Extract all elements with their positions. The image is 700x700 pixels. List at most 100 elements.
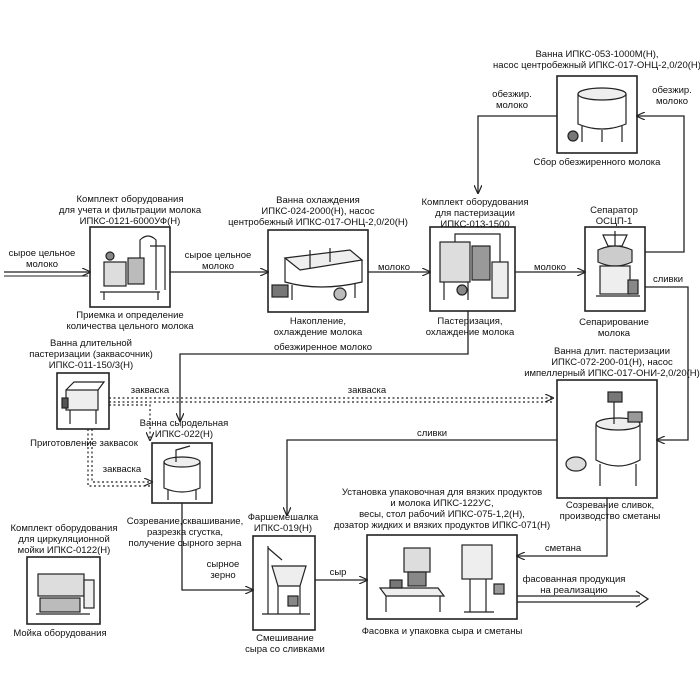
flow-label-cheese: сыр xyxy=(329,567,347,578)
flow-label-line: обезжир. xyxy=(492,89,532,100)
flow-label-milk-2: молоко xyxy=(533,262,567,273)
mixer-caption: Смешивание сыра со сливками xyxy=(245,633,325,655)
reception-caption-line: количества цельного молока xyxy=(66,321,194,332)
packing-header: Установка упаковочная для вязких продукт… xyxy=(334,487,550,531)
flow-label-raw-milk-2: сырое цельное молоко xyxy=(185,250,252,272)
mixer-header-line: ИПКС-019(Н) xyxy=(253,523,313,534)
flow-label-skim-left: обезжир. молоко xyxy=(492,89,532,111)
packing-header-line: Установка упаковочная для вязких продукт… xyxy=(341,487,543,498)
cooling-vat-icon xyxy=(271,248,364,301)
cream-vat-caption-line: Созревание сливок, xyxy=(565,500,655,511)
flow-cream-to-mixer xyxy=(287,439,557,515)
cream-vat-header: Ванна длит. пастеризации ИПКС-072-200-01… xyxy=(524,346,700,379)
flow-label-skim-main: обезжиренное молоко xyxy=(273,342,373,353)
packing-line-icon xyxy=(378,544,505,613)
separator-caption: Сепарирование молока xyxy=(579,317,649,339)
cooling-header-line: Ванна охлаждения xyxy=(276,195,360,206)
skim-tank-icon xyxy=(567,87,627,142)
cheese-vat-caption-line: получение сырного зерна xyxy=(128,538,242,549)
cip-header: Комплект оборудования для циркуляционной… xyxy=(11,523,118,556)
starter-header: Ванна длительной пастеризации (заквасочн… xyxy=(29,338,153,371)
flow-label-cheese-grain: сырное зерно xyxy=(207,559,240,581)
skim-collect-caption: Сбор обезжиренного молока xyxy=(534,157,661,168)
cip-header-line: для циркуляционной xyxy=(18,534,110,545)
pasteurization-header-line: ИПКС-013-1500 xyxy=(440,219,510,230)
cooling-caption-line: охлаждение молока xyxy=(273,327,363,338)
flow-output xyxy=(517,590,650,608)
packing-caption: Фасовка и упаковка сыра и сметаны xyxy=(362,626,523,637)
cooling-caption: Накопление, охлаждение молока xyxy=(274,316,363,338)
mixer-caption-line: сыра со сливками xyxy=(245,644,325,655)
flow-label-line: зерно xyxy=(210,570,236,581)
skim-collect-header-line: насос центробежный ИПКС-017-ОНЦ-2,0/20(Н… xyxy=(493,60,700,71)
separator-header-line: Сепаратор xyxy=(590,205,638,216)
cheese-vat-icon xyxy=(163,445,201,500)
packing-caption-line: Фасовка и упаковка сыра и сметаны xyxy=(361,626,523,637)
flow-skim-to-cheese-vat xyxy=(180,311,469,421)
packing-header-line: и молока ИПКС-122УС, xyxy=(390,498,494,509)
cooling-caption-line: Накопление, xyxy=(289,316,347,327)
mixer-header-line: Фаршемешалка xyxy=(247,512,319,523)
skim-collect-caption-line: Сбор обезжиренного молока xyxy=(533,157,661,168)
pasteurization-caption: Пастеризация, охлаждение молока xyxy=(426,316,515,338)
flow-label-line: фасованная продукция xyxy=(522,574,626,585)
flow-label-line: молоко xyxy=(495,100,529,111)
packing-header-line: весы, стол рабочий ИПКС-075-1,2(Н), xyxy=(359,509,525,520)
reception-caption-line: Приемка и определение xyxy=(76,310,184,321)
cream-vat-caption-line: производство сметаны xyxy=(559,511,661,522)
flow-label-line: сырное xyxy=(206,559,240,570)
pasteurizer-icon xyxy=(439,233,509,300)
flow-starter-down xyxy=(109,404,150,440)
flow-cream-to-vat xyxy=(645,286,689,440)
flow-label-sour-cream: сметана xyxy=(544,543,582,554)
flow-grain-to-mixer xyxy=(181,503,253,590)
cream-vat-header-line: ИПКС-072-200-01(Н), насос xyxy=(551,357,673,368)
separator-header-line: ОСЦП-1 xyxy=(595,216,633,227)
flow-label-output: фасованная продукция на реализацию xyxy=(523,574,626,596)
cream-vat-header-line: импеллерный ИПКС-017-ОНИ-2,0/20(Н) xyxy=(524,368,700,379)
flow-label-line: на реализацию xyxy=(540,585,608,596)
separator-caption-line: Сепарирование xyxy=(579,317,649,328)
cheese-vat-header-line: Ванна сыродельная xyxy=(139,418,229,429)
flow-label-starter-3: закваска xyxy=(102,464,142,475)
reception-caption: Приемка и определение количества цельног… xyxy=(66,310,193,332)
reception-header-line: для учета и фильтрации молока xyxy=(58,205,202,216)
pasteurization-header-line: для пастеризации xyxy=(435,208,515,219)
starter-header-line: Ванна длительной xyxy=(50,338,132,349)
flow-label-line: молоко xyxy=(655,96,689,107)
skim-collect-header-line: Ванна ИПКС-053-1000М(Н), xyxy=(535,49,659,60)
packing-header-line: дозатор жидких и вязких продуктов ИПКС-0… xyxy=(333,520,551,531)
flow-label-starter-1: закваска xyxy=(130,385,170,396)
pasteurization-header-line: Комплект оборудования xyxy=(421,197,529,208)
cooling-header-line: центробежный ИПКС-017-ОНЦ-2,0/20(Н) xyxy=(228,217,408,228)
flow-label-line: сырое цельное xyxy=(184,250,252,261)
flow-label-cream-2: сливки xyxy=(416,428,448,439)
cip-caption: Мойка оборудования xyxy=(13,628,106,639)
mixer-header: Фаршемешалка ИПКС-019(Н) xyxy=(248,512,319,534)
flow-label-line: молоко xyxy=(201,261,235,272)
mixer-icon xyxy=(262,546,310,615)
cip-header-line: мойки ИПКС-0122(Н) xyxy=(17,545,111,556)
pasteurization-caption-line: Пастеризация, xyxy=(437,316,503,327)
cip-header-line: Комплект оборудования xyxy=(10,523,118,534)
mixer-caption-line: Смешивание xyxy=(256,633,314,644)
flow-sep-to-skim-tank xyxy=(637,116,685,253)
packing-box xyxy=(366,534,518,620)
cooling-box xyxy=(267,229,369,313)
flow-sourcream-to-packing xyxy=(517,498,608,556)
separator-caption-line: молока xyxy=(597,328,631,339)
flow-label-starter-2: закваска xyxy=(347,385,387,396)
cooling-header: Ванна охлаждения ИПКС-024-2000(Н), насос… xyxy=(228,195,408,228)
flow-skim-to-pasteur xyxy=(478,115,557,193)
reception-header-line: Комплект оборудования xyxy=(76,194,184,205)
separator-icon xyxy=(596,231,640,297)
flow-label-milk-1: молоко xyxy=(377,262,411,273)
starter-caption-line: Приготовление заквасок xyxy=(30,438,138,449)
flow-label-skim-right: обезжир. молоко xyxy=(652,85,692,107)
cheese-vat-caption-line: разрезка сгустка, xyxy=(146,527,224,538)
cream-vat-box xyxy=(556,379,658,499)
cheese-vat-header: Ванна сыродельная ИПКС-022(Н) xyxy=(140,418,229,440)
starter-caption: Приготовление заквасок xyxy=(30,438,138,449)
cooling-header-line: ИПКС-024-2000(Н), насос xyxy=(261,206,375,217)
